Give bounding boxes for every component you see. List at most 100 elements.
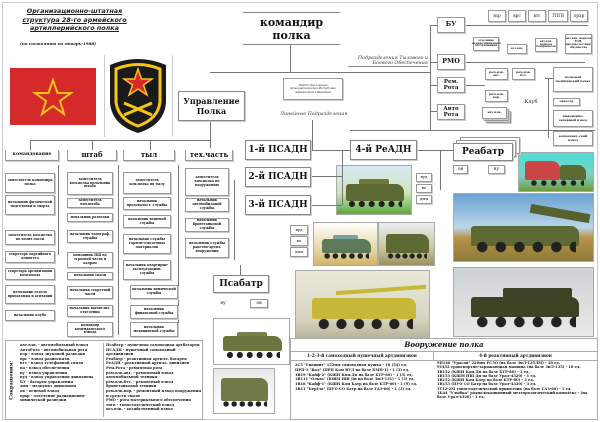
legend-item: РМО - рота материального обеспечения [106,398,191,403]
reabatr-box: Реабатр [453,143,513,161]
connector-line [210,140,211,148]
connector-line [465,62,585,63]
connector-line [545,78,553,79]
staff-position: заместитель командира полка [5,173,55,193]
connector-line [290,45,291,72]
connector-line [430,25,431,130]
battalion-subunit: во [290,236,308,246]
psadn-2-box: 2-й ПСАДН [245,167,311,187]
armament-item: 1Т12-2М топогеодезический привязчик (на … [437,386,572,391]
battalion-subunit: дмп [416,195,432,204]
connector-line [430,111,437,112]
legend-item: БУ - батарея управления [20,379,74,384]
connector-line [312,150,350,151]
star-icon [31,76,75,117]
fire-platoon: ов [250,299,268,308]
column-header-1: штаб [67,150,117,161]
auto-company-box: Авто Рота [437,104,465,120]
psabatr-box: Псабатр [213,275,269,293]
staff-position: заместитель нач.штаба [67,198,113,208]
rmo-sub-unit: авт.взв. подвоза ГСМ, продовольствия, им… [565,34,592,54]
armament-item: ПРП-3 "Вал" (ПРП Ком ВУД на базе БМП-1) … [295,367,410,372]
staff-position: командир комендантского взвода [67,322,113,337]
staff-position: начальник медицинской службы [130,322,178,337]
gaz-66-photo [213,368,275,414]
staff-position: начальник финансовой службы [130,305,178,319]
staff-position: начальник секретной части [67,286,113,299]
staff-position: начальник разведки [67,213,113,222]
staff-position: начальник клуба [5,310,55,321]
repair-platoon: рем.взв. вор. [485,90,508,102]
armament-item: 1В19 "Кайф-2" (КШН Ком.Дн на базе БТР-60… [295,372,413,377]
soviet-flag-image [10,68,96,125]
connector-line [310,205,342,206]
connector-line [178,165,179,335]
legend-item: Рем.Рота - ремонтная рота [106,365,163,370]
connector-line [430,25,437,26]
armament-item: 1В152 (КШН Ком.Дн на базе БТР-80) - 1 ед… [437,369,530,374]
staff-position: начальник отдела пропаганды и агитации [5,285,55,304]
connector-line [118,165,119,335]
legend-item: авт.взв. - автомобильный взвод [20,343,89,347]
legend-item: рем.взв.вор. - ремонтный взвод вооружени… [106,388,201,398]
connector-line [350,130,595,131]
bu-sub-unit: ТПГВ [548,10,568,22]
armament-item: 1В18 "Кайф-1" (КШН Ком Батр на базе БТР-… [295,382,418,387]
armament-left-header: 1-2-3-й самоходный пушечный артдивизион [291,352,434,361]
staff-position: начальник топограф. службы [67,230,113,243]
armament-right-header: 4-й реактивный артдивизион [434,352,597,361]
bu-sub-unit: орхр [570,10,588,22]
connector-line [150,140,151,150]
psadn-3-box: 3-й ПСАДН [245,195,311,215]
column-header-0: командование [5,150,59,161]
abbreviations-legend: Сокращения: авт.взв. - автомобильный взв… [5,340,203,420]
armament-table: Вооружение полка 1-2-3-й самоходный пуше… [290,338,598,420]
staff-position: помощник НШ по строевой части и кадрам [67,252,113,268]
column-header-2: тыл [123,150,175,161]
legend-item: Реабатр - реактивная артилл. батарея [106,356,187,361]
connector-line [58,165,59,255]
readn-4-box: 4-й РеАДН [350,140,417,160]
connector-line [440,150,441,190]
connector-line [312,120,313,150]
armament-item: 2С5 "Гиацинт" 152мм самоходная пушка - 1… [295,363,408,367]
rmo-sub-unit: отделение засекречивающего обслуживания [471,37,501,51]
rmo-box: РМО [437,54,465,70]
legend-item: рем.взв.бтт. - ремонтный взвод бронетанк… [106,379,174,389]
bu-sub-unit: втс [528,10,546,22]
staff-position: начальник вычислит. отделения [67,305,113,317]
connector-line [465,85,485,86]
connector-line [30,140,31,150]
staff-position: начальник бронетанковой службы [185,218,229,232]
artillery-patch-icon [110,59,166,133]
staff-position: начальник вещевой службы [123,215,171,228]
battalion-subunit: во [416,184,432,193]
btr-60-photo [213,318,290,365]
connector-line [234,180,235,260]
commander-box: командир полка [243,12,340,45]
club-box: Клуб [518,97,544,108]
armament-item: 1В153 (ПУО СО Батр на базе Урал-4320) - … [437,382,537,387]
connector-line [430,62,437,63]
legend-item: тпгв - топогеодезический взвод [106,402,175,407]
legend-item: втс - взвод телефонной связи [20,361,84,366]
title-line: структура 28-го армейского [22,15,127,24]
support-unit: оркестр [553,98,580,106]
artillery-emblem-image [106,55,170,135]
legend-right-column: Псабатр - пушечная самоходная артбатарея… [103,343,204,417]
legend-item: орхр - отделение радиационно-химической … [20,393,86,403]
bu-sub-unit: взр [488,10,506,22]
connector-line [417,150,453,151]
rmo-sub-unit: хоз.взв. [507,44,527,54]
staff-position: начальник продовольст. службы [123,197,171,210]
bu-box: БУ [437,17,465,33]
legend-title-wrap: Сокращения: [6,341,18,419]
column-header-3: тех.часть [185,150,233,161]
armament-item: 1В111 "Ольха" (КШМ НШ Дн на базе ЗиЛ-131… [295,377,415,382]
uragan-mlrs-photo [453,193,594,262]
legend-item: вуд - взвод управления дивизиона [20,375,94,380]
legend-item: Псабатр - пушечная самоходная артбатарея [106,343,200,347]
date-note: (по состоянию на январь-1988) [20,41,97,46]
connector-line [210,120,211,140]
